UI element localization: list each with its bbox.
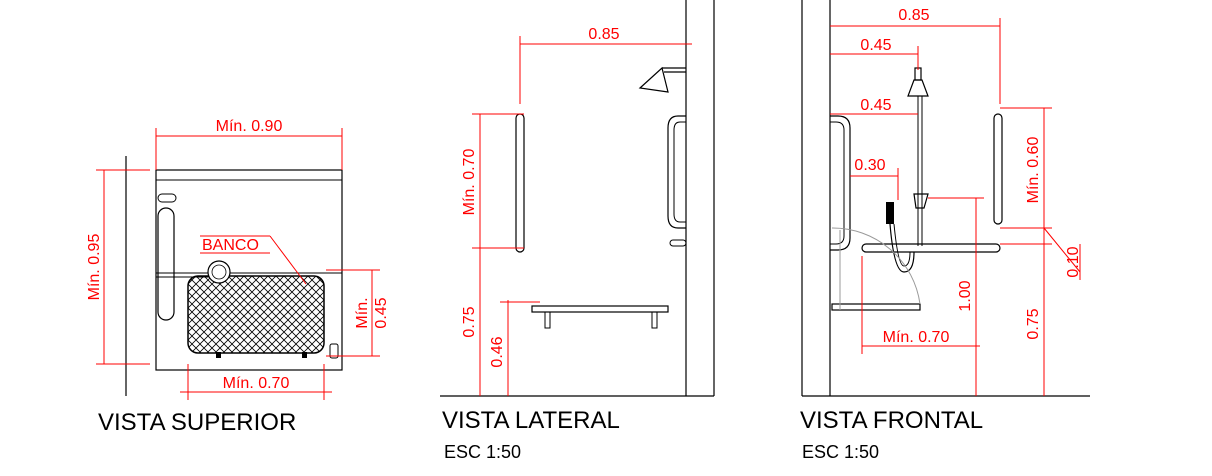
title-frontal: VISTA FRONTAL [800, 407, 983, 434]
view-frontal: 0.85 0.45 0.45 0.30 Mín. 0.60 0.10 1.00 … [800, 0, 1090, 462]
dim-lateral-bar-base: 0.75 [461, 306, 478, 337]
subtitle-frontal: ESC 1:50 [802, 442, 879, 462]
dim-frontal-bar-height: Mín. 0.60 [1025, 137, 1042, 204]
dim-frontal-bar-gap: 0.10 [1065, 246, 1082, 277]
dim-superior-width: Mín. 0.90 [216, 118, 283, 135]
dim-superior-depth: Mín. 0.95 [86, 234, 103, 301]
view-lateral: 0.85 Mín. 0.70 0.75 0.46 VISTA LATERAL E… [440, 0, 715, 462]
dim-superior-seat-depth-top: Mín. [354, 297, 371, 328]
dim-lateral-seat-height: 0.46 [489, 336, 506, 367]
dim-frontal-control-height: 1.00 [957, 280, 974, 311]
dim-frontal-head-2: 0.45 [860, 97, 891, 114]
dim-superior-seat-depth-bottom: 0.45 [373, 297, 390, 328]
title-lateral: VISTA LATERAL [442, 407, 620, 434]
dim-frontal-seat-width: Mín. 0.70 [883, 329, 950, 346]
dim-frontal-head-1: 0.45 [860, 37, 891, 54]
dim-superior-seat-width: Mín. 0.70 [223, 375, 290, 392]
view-superior: Mín. 0.90 Mín. 0.95 Mín. 0.45 Mín. 0.70 … [86, 118, 390, 436]
dim-lateral-shower-offset: 0.85 [588, 26, 619, 43]
subtitle-lateral: ESC 1:50 [444, 442, 521, 462]
title-superior: VISTA SUPERIOR [98, 409, 296, 436]
seat-label: BANCO [202, 237, 259, 254]
dim-frontal-handshower: 0.30 [854, 157, 885, 174]
dim-frontal-total: 0.85 [898, 7, 929, 24]
seat-hatch [187, 275, 325, 354]
dim-lateral-bar-height: Mín. 0.70 [461, 149, 478, 216]
dim-frontal-bar-base: 0.75 [1025, 308, 1042, 339]
